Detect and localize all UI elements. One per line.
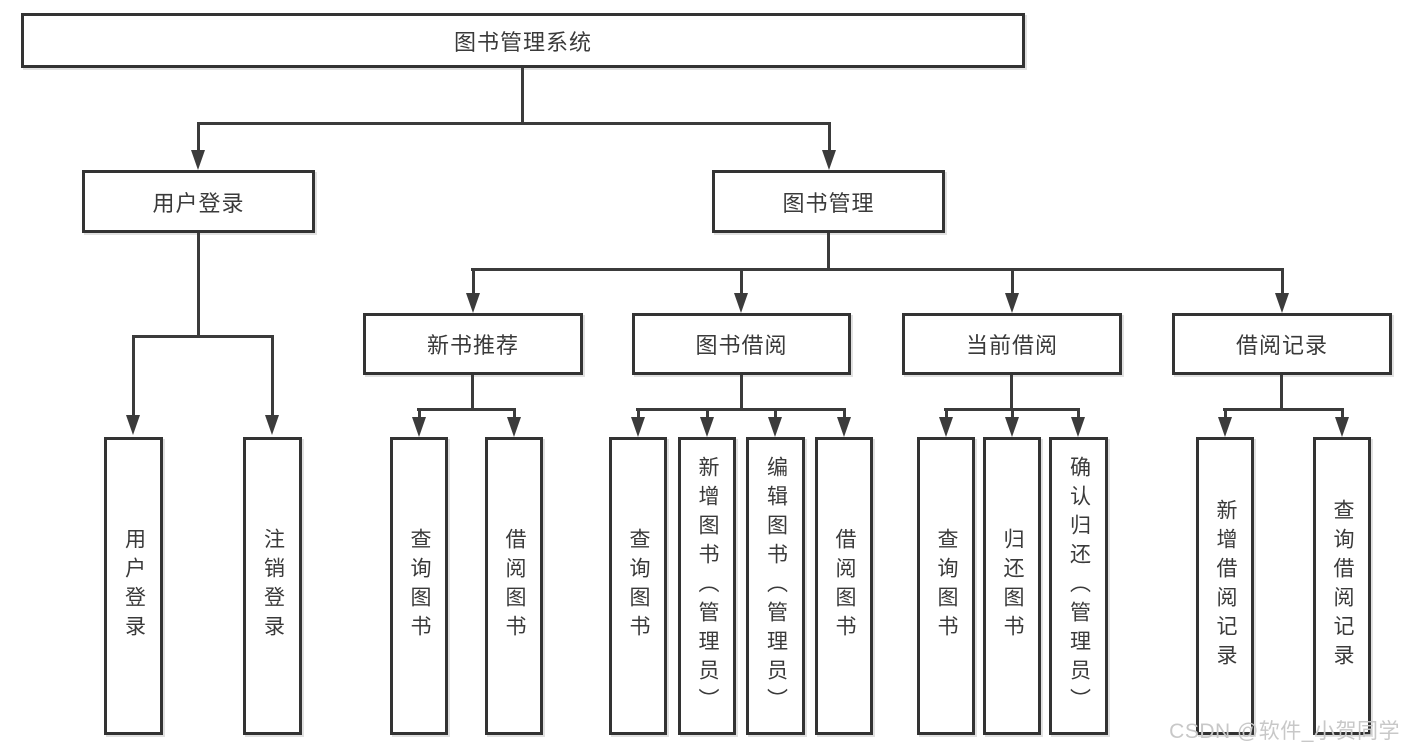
connector-arrow	[126, 335, 140, 435]
connector-line	[417, 408, 516, 411]
node-leaf-query-borrow-record: 查询借阅记录	[1313, 437, 1371, 735]
connector-arrow	[700, 408, 714, 437]
connector-arrow	[466, 268, 480, 313]
connector-line	[1280, 375, 1283, 410]
connector-line	[471, 268, 1284, 271]
connector-line	[197, 122, 831, 125]
connector-arrow	[265, 335, 279, 435]
connector-line	[636, 408, 846, 411]
connector-arrow	[768, 408, 782, 437]
connector-arrow	[837, 408, 851, 437]
connector-line	[471, 375, 474, 410]
node-new-book-recommend: 新书推荐	[363, 313, 583, 375]
node-book-borrow: 图书借阅	[632, 313, 851, 375]
node-leaf-user-login: 用户登录	[104, 437, 163, 735]
connector-arrow	[734, 268, 748, 313]
connector-arrow	[1071, 408, 1085, 437]
connector-arrow	[412, 408, 426, 437]
node-leaf-borrow-books: 借阅图书	[815, 437, 873, 735]
connector-arrow	[1335, 408, 1349, 437]
node-leaf-logout: 注销登录	[243, 437, 302, 735]
connector-line	[1010, 375, 1013, 410]
node-user-login: 用户登录	[82, 170, 315, 233]
connector-line	[1223, 408, 1344, 411]
connector-arrow	[822, 122, 836, 170]
node-book-management: 图书管理	[712, 170, 945, 233]
connector-arrow	[1005, 268, 1019, 313]
node-leaf-edit-books-admin: 编辑图书（管理员）	[746, 437, 805, 735]
node-current-borrow: 当前借阅	[902, 313, 1122, 375]
connector-arrow	[191, 122, 205, 170]
node-leaf-query-books-recommend: 查询图书	[390, 437, 448, 735]
node-library-system: 图书管理系统	[21, 13, 1025, 68]
connector-arrow	[507, 408, 521, 437]
node-leaf-add-books-admin: 新增图书（管理员）	[678, 437, 736, 735]
connector-arrow	[1218, 408, 1232, 437]
connector-arrow	[1275, 268, 1289, 313]
connector-line	[827, 233, 830, 270]
node-leaf-add-borrow-record: 新增借阅记录	[1196, 437, 1254, 735]
connector-arrow	[939, 408, 953, 437]
node-leaf-borrow-books-recommend: 借阅图书	[485, 437, 543, 735]
connector-line	[132, 335, 274, 338]
node-borrow-records: 借阅记录	[1172, 313, 1392, 375]
node-leaf-query-books-borrow: 查询图书	[609, 437, 667, 735]
node-leaf-query-books-current: 查询图书	[917, 437, 975, 735]
connector-arrow	[1005, 408, 1019, 437]
connector-line	[197, 233, 200, 337]
connector-line	[740, 375, 743, 410]
connector-arrow	[631, 408, 645, 437]
node-leaf-return-books: 归还图书	[983, 437, 1041, 735]
node-leaf-confirm-return-admin: 确认归还（管理员）	[1049, 437, 1108, 735]
connector-line	[521, 68, 524, 124]
watermark: CSDN @软件_小贺同学	[1169, 720, 1400, 743]
